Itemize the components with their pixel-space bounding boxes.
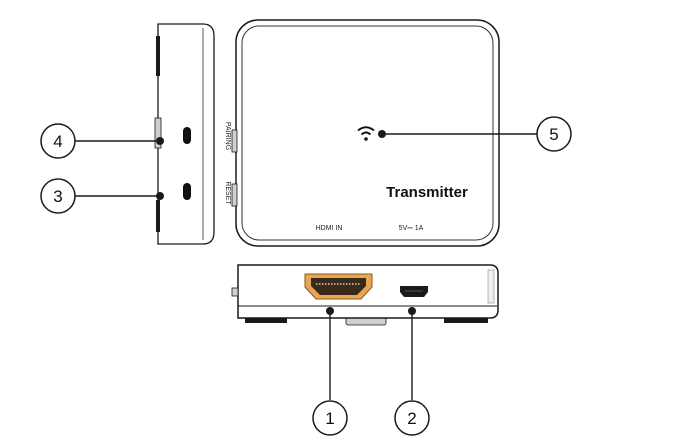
callout-number: 5: [549, 125, 558, 144]
callout-2: 2: [394, 400, 430, 436]
callout-1: 1: [312, 400, 348, 436]
callout-4: 4: [40, 123, 76, 159]
reset-label: RESET: [224, 181, 231, 205]
pairing-label: PAIRING: [224, 122, 231, 150]
reset-button: [183, 183, 191, 200]
callout-number: 1: [325, 409, 334, 428]
pairing-button: [183, 127, 191, 144]
callout-number: 3: [53, 187, 62, 206]
hdmi-in-port: [304, 273, 373, 300]
callout-5: 5: [536, 116, 572, 152]
callout-lines: [75, 130, 537, 400]
device-title: Transmitter: [386, 184, 468, 201]
callout-number: 4: [53, 132, 62, 151]
side-view: [154, 23, 215, 245]
power-label: 5V⎓ 1A: [399, 225, 424, 232]
callout-number: 2: [407, 409, 416, 428]
hdmi-in-label: HDMI IN: [316, 225, 343, 232]
front-view: [231, 264, 499, 326]
callout-3: 3: [40, 178, 76, 214]
power-port: [400, 286, 428, 297]
wifi-icon: [357, 126, 375, 141]
top-view: [231, 19, 500, 247]
